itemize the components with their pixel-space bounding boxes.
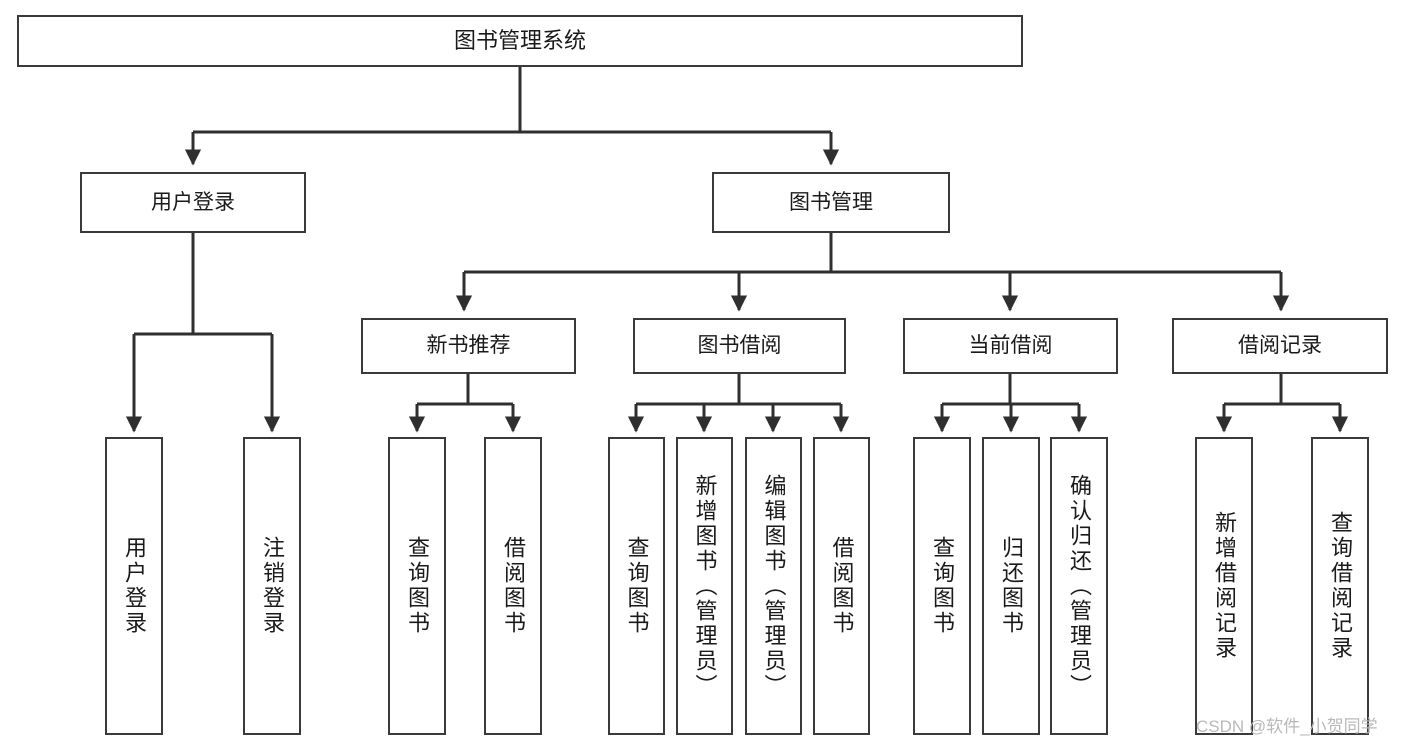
leaf-return-books[interactable]: 归还图书: [982, 437, 1040, 735]
node-current-borrowing[interactable]: 当前借阅: [903, 318, 1118, 374]
node-label: 新增图书（管理员）: [692, 473, 718, 699]
leaf-logout[interactable]: 注销登录: [243, 437, 301, 735]
node-label: 新增借阅记录: [1212, 511, 1237, 661]
node-book-management[interactable]: 图书管理: [712, 172, 950, 233]
node-label: 借阅记录: [1238, 334, 1322, 358]
leaf-query-books-borrowing[interactable]: 查询图书: [608, 437, 665, 735]
node-label: 图书管理系统: [453, 27, 586, 53]
leaf-confirm-return-admin[interactable]: 确认归还（管理员）: [1050, 437, 1108, 735]
node-label: 查询图书: [405, 536, 430, 636]
node-label: 当前借阅: [968, 334, 1053, 358]
node-label: 借阅图书: [829, 536, 855, 636]
node-label: 注销登录: [260, 536, 285, 636]
node-label: 归还图书: [999, 536, 1024, 636]
node-label: 确认归还（管理员）: [1067, 473, 1092, 699]
node-label: 用户登录: [122, 536, 147, 636]
node-label: 查询图书: [624, 536, 650, 636]
leaf-add-borrow-record[interactable]: 新增借阅记录: [1195, 437, 1253, 735]
node-new-book-recommendation[interactable]: 新书推荐: [361, 318, 576, 374]
leaf-edit-book-admin[interactable]: 编辑图书（管理员）: [745, 437, 802, 735]
node-label: 查询图书: [930, 536, 955, 636]
node-label: 图书借阅: [697, 334, 782, 358]
node-label: 用户登录: [151, 190, 235, 214]
node-label: 图书管理: [789, 190, 873, 214]
node-label: 编辑图书（管理员）: [761, 473, 787, 699]
node-label: 借阅图书: [501, 536, 526, 636]
node-label: 查询借阅记录: [1328, 511, 1353, 661]
node-book-borrowing[interactable]: 图书借阅: [633, 318, 846, 374]
node-label: 新书推荐: [426, 334, 511, 358]
leaf-query-books-current[interactable]: 查询图书: [913, 437, 971, 735]
node-user-login[interactable]: 用户登录: [80, 172, 306, 233]
node-root-book-management-system[interactable]: 图书管理系统: [17, 15, 1023, 67]
leaf-add-book-admin[interactable]: 新增图书（管理员）: [676, 437, 733, 735]
leaf-borrow-books[interactable]: 借阅图书: [813, 437, 870, 735]
leaf-user-login[interactable]: 用户登录: [105, 437, 163, 735]
node-borrowing-records[interactable]: 借阅记录: [1172, 318, 1388, 374]
leaf-query-borrow-record[interactable]: 查询借阅记录: [1311, 437, 1369, 735]
csdn-watermark: CSDN @软件_小贺同学: [1196, 717, 1378, 736]
leaf-query-books-new-recommendation[interactable]: 查询图书: [388, 437, 446, 735]
leaf-borrow-books-new-recommendation[interactable]: 借阅图书: [484, 437, 542, 735]
